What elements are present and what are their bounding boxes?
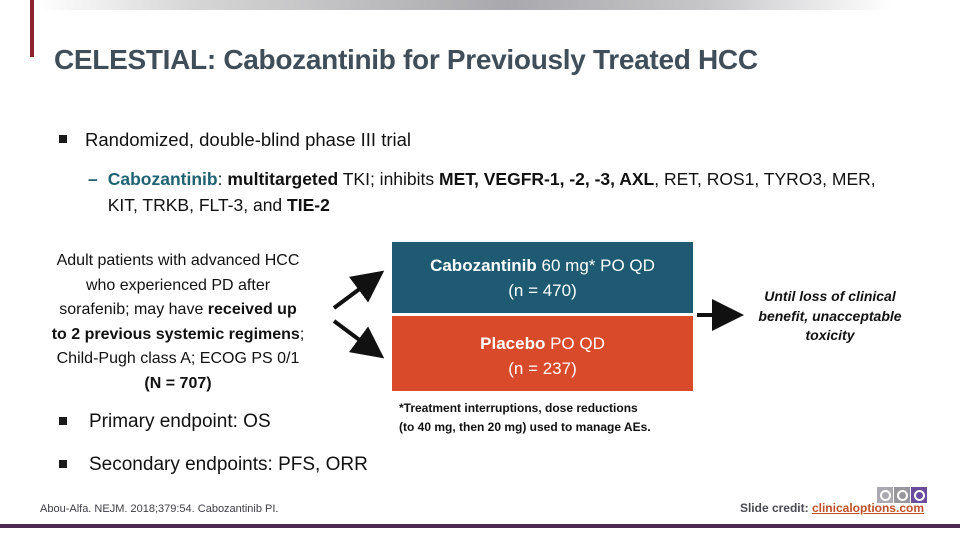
dose-reduction-footnote: *Treatment interruptions, dose reduction… bbox=[399, 399, 709, 437]
cabozantinib-arm-name: Cabozantinib bbox=[430, 256, 537, 275]
patient-line-3: sorafenib; may have bbox=[59, 301, 208, 318]
patient-line-4: ; bbox=[299, 325, 305, 343]
dash-bullet-icon: – bbox=[88, 169, 98, 189]
bullet-secondary-endpoints: Secondary endpoints: PFS, ORR bbox=[59, 453, 368, 477]
cabozantinib-arm-n: (n = 470) bbox=[508, 281, 577, 300]
patient-line-3-bold: received up bbox=[207, 301, 297, 318]
desc-bold-1: multitargeted bbox=[227, 169, 339, 189]
cabozantinib-arm-label: Cabozantinib 60 mg* PO QD bbox=[392, 253, 693, 278]
patient-line-4-bold: to 2 previous systemic regimens bbox=[51, 325, 300, 343]
cco-logo-square-2 bbox=[894, 487, 910, 503]
placebo-arm-box: Placebo PO QD (n = 237) bbox=[392, 316, 693, 391]
bullet-primary-endpoint: Primary endpoint: OS bbox=[59, 410, 271, 434]
square-bullet-icon bbox=[59, 135, 67, 143]
square-bullet-icon bbox=[59, 460, 67, 468]
reference-citation: Abou-Alfa. NEJM. 2018;379:54. Cabozantin… bbox=[40, 503, 279, 515]
red-accent-bar bbox=[30, 0, 34, 57]
patient-population-text: Adult patients with advanced HCC who exp… bbox=[28, 249, 328, 396]
square-bullet-icon bbox=[59, 417, 67, 425]
slide-title: CELESTIAL: Cabozantinib for Previously T… bbox=[54, 44, 758, 75]
desc-bold-3: TIE-2 bbox=[287, 195, 330, 215]
colon: : bbox=[217, 169, 228, 189]
treatment-duration-note: Until loss of clinical benefit, unaccept… bbox=[745, 287, 915, 346]
bottom-divider-line bbox=[0, 524, 960, 528]
patient-line-1: Adult patients with advanced HCC bbox=[56, 252, 300, 269]
cco-logo bbox=[877, 487, 927, 503]
placebo-arm-n: (n = 237) bbox=[508, 359, 577, 378]
clinicaloptions-link[interactable]: clinicaloptions.com bbox=[811, 501, 924, 515]
bullet-trial-design: Randomized, double-blind phase III trial bbox=[59, 128, 411, 152]
placebo-arm-name: Placebo bbox=[480, 334, 546, 353]
outcome-line-2: benefit, unacceptable bbox=[758, 307, 902, 324]
top-gradient-bar bbox=[37, 0, 893, 10]
trial-design-text: Randomized, double-blind phase III trial bbox=[85, 129, 411, 150]
slide-credit-label: Slide credit: bbox=[739, 501, 812, 515]
cco-logo-square-1 bbox=[877, 487, 893, 503]
primary-endpoint-text: Primary endpoint: OS bbox=[89, 411, 271, 432]
cco-logo-ring-icon bbox=[913, 489, 925, 501]
cco-logo-square-3 bbox=[911, 487, 927, 503]
patient-enrollment-n: (N = 707) bbox=[144, 374, 212, 392]
arrow-to-placebo bbox=[332, 319, 385, 359]
drug-name: Cabozantinib bbox=[107, 169, 218, 189]
cco-logo-ring-icon bbox=[879, 489, 891, 501]
footnote-line-1: *Treatment interruptions, dose reduction… bbox=[399, 401, 638, 415]
desc-bold-2: MET, VEGFR-1, -2, -3, AXL bbox=[439, 169, 655, 189]
desc-reg-2: , RET, ROS1, TYRO3, MER, KIT, TRKB, FLT-… bbox=[107, 169, 876, 215]
cco-logo-ring-icon bbox=[896, 489, 908, 501]
cabozantinib-arm-box: Cabozantinib 60 mg* PO QD (n = 470) bbox=[392, 242, 693, 313]
outcome-line-1: Until loss of clinical bbox=[764, 288, 896, 304]
sub-bullet-cabozantinib: – Cabozantinib: multitargeted TKI; inhib… bbox=[88, 166, 892, 218]
placebo-arm-label: Placebo PO QD bbox=[392, 331, 693, 356]
slide-credit: Slide credit: clinicaloptions.com bbox=[740, 501, 924, 515]
cabozantinib-arm-dose: 60 mg* PO QD bbox=[536, 256, 655, 275]
arrow-to-cabozantinib bbox=[332, 270, 385, 310]
outcome-line-3: toxicity bbox=[805, 327, 855, 343]
placebo-arm-dose: PO QD bbox=[545, 334, 605, 353]
cabozantinib-description: Cabozantinib: multitargeted TKI; inhibit… bbox=[108, 166, 892, 218]
desc-reg-1: TKI; inhibits bbox=[338, 169, 440, 189]
secondary-endpoints-text: Secondary endpoints: PFS, ORR bbox=[89, 454, 368, 475]
patient-line-2: who experienced PD after bbox=[85, 276, 271, 294]
footnote-line-2: (to 40 mg, then 20 mg) used to manage AE… bbox=[399, 420, 651, 434]
patient-line-5: Child-Pugh class A; ECOG PS 0/1 bbox=[56, 350, 300, 367]
